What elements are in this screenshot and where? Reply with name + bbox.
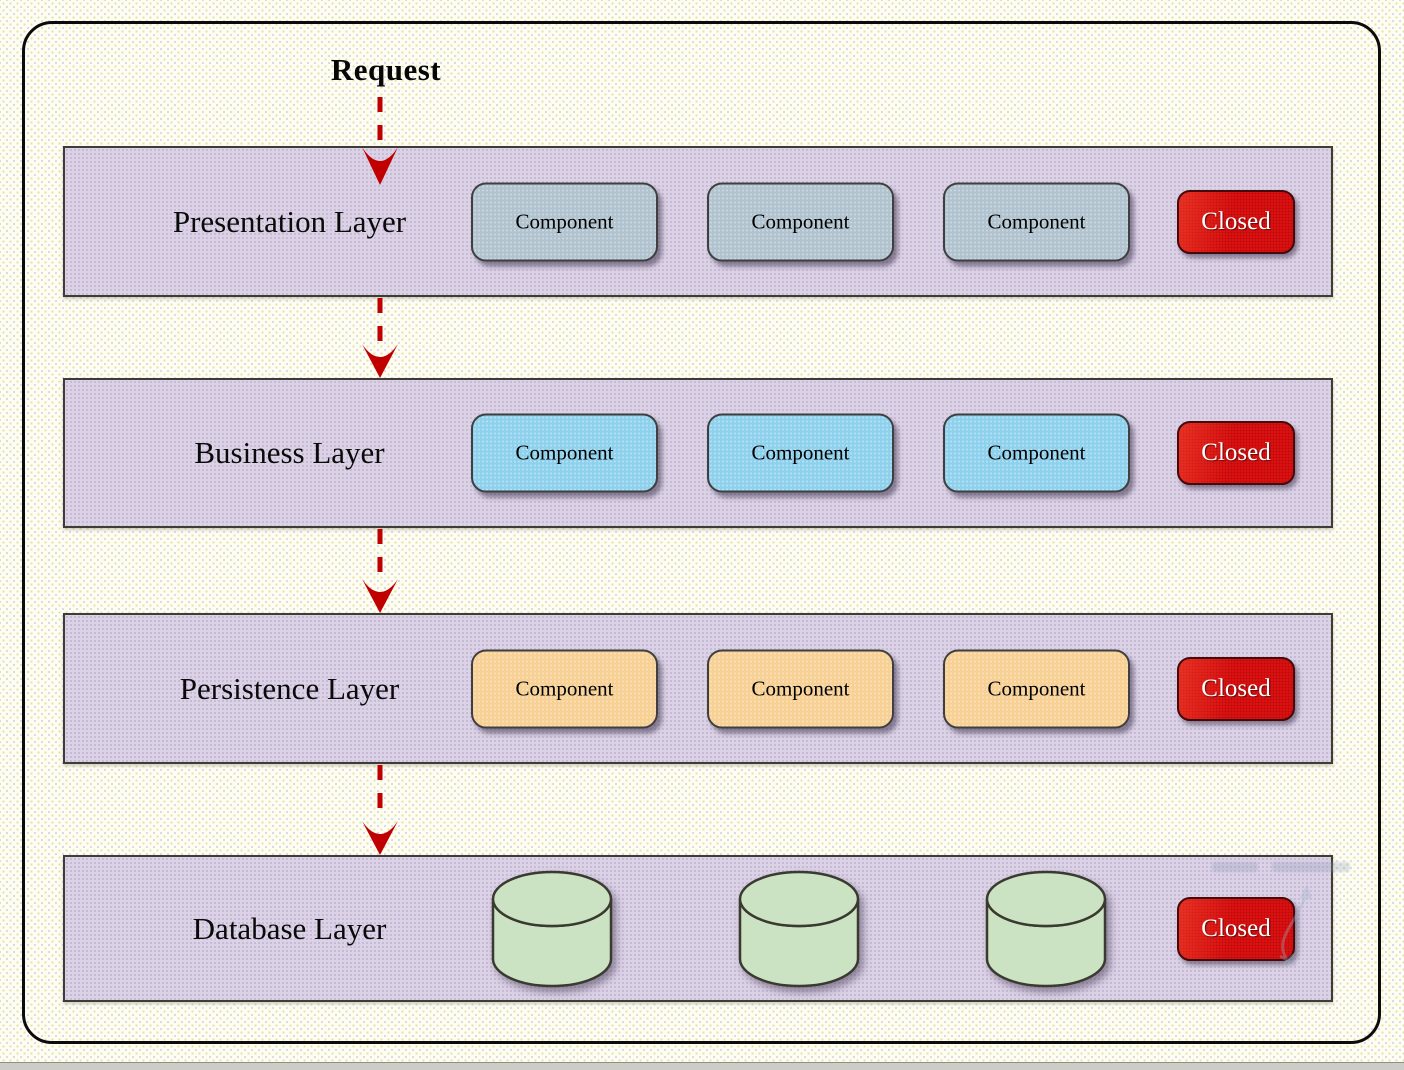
flow-arrow-business-persistence xyxy=(362,529,398,613)
presentation-component-1: Component xyxy=(471,182,658,261)
watermark-badge xyxy=(1272,862,1350,872)
business-component-3: Component xyxy=(943,413,1130,493)
flow-arrow-persistence-database xyxy=(362,765,398,855)
watermark-badge xyxy=(1212,862,1258,872)
watermark-credits xyxy=(1212,862,1350,872)
layer-business: Business Layer Component Component Compo… xyxy=(63,378,1333,528)
layer-presentation: Presentation Layer Component Component C… xyxy=(63,146,1333,297)
database-closed-badge[interactable]: Closed xyxy=(1177,896,1295,961)
outer-frame xyxy=(22,21,1381,1044)
database-cylinder-row xyxy=(490,869,1108,991)
business-component-2: Component xyxy=(707,413,894,493)
database-cylinder-icon xyxy=(491,870,613,988)
window-bottom-edge xyxy=(0,1062,1404,1070)
layer-presentation-title: Presentation Layer xyxy=(172,203,407,239)
business-component-1: Component xyxy=(471,413,658,493)
watermark-arrow xyxy=(1279,884,1312,968)
database-cylinder-icon xyxy=(738,870,860,988)
persistence-component-2: Component xyxy=(707,649,894,728)
request-arrow xyxy=(362,97,398,185)
presentation-closed-badge[interactable]: Closed xyxy=(1177,189,1295,254)
business-component-row: Component Component Component xyxy=(471,413,1130,493)
presentation-component-3: Component xyxy=(943,182,1130,261)
layer-database: Database Layer Closed xyxy=(63,855,1333,1002)
business-closed-badge[interactable]: Closed xyxy=(1177,421,1295,485)
persistence-component-row: Component Component Component xyxy=(471,649,1130,728)
flow-arrow-presentation-business xyxy=(362,298,398,378)
request-label: Request xyxy=(330,52,442,87)
layer-persistence: Persistence Layer Component Component Co… xyxy=(63,613,1333,764)
presentation-component-2: Component xyxy=(707,182,894,261)
layer-database-title: Database Layer xyxy=(192,910,387,946)
persistence-closed-badge[interactable]: Closed xyxy=(1177,656,1295,721)
persistence-component-3: Component xyxy=(943,649,1130,728)
layer-persistence-title: Persistence Layer xyxy=(179,670,400,706)
layer-business-title: Business Layer xyxy=(194,435,385,470)
persistence-component-1: Component xyxy=(471,649,658,728)
presentation-component-row: Component Component Component xyxy=(471,182,1130,261)
database-cylinder-icon xyxy=(985,870,1107,988)
